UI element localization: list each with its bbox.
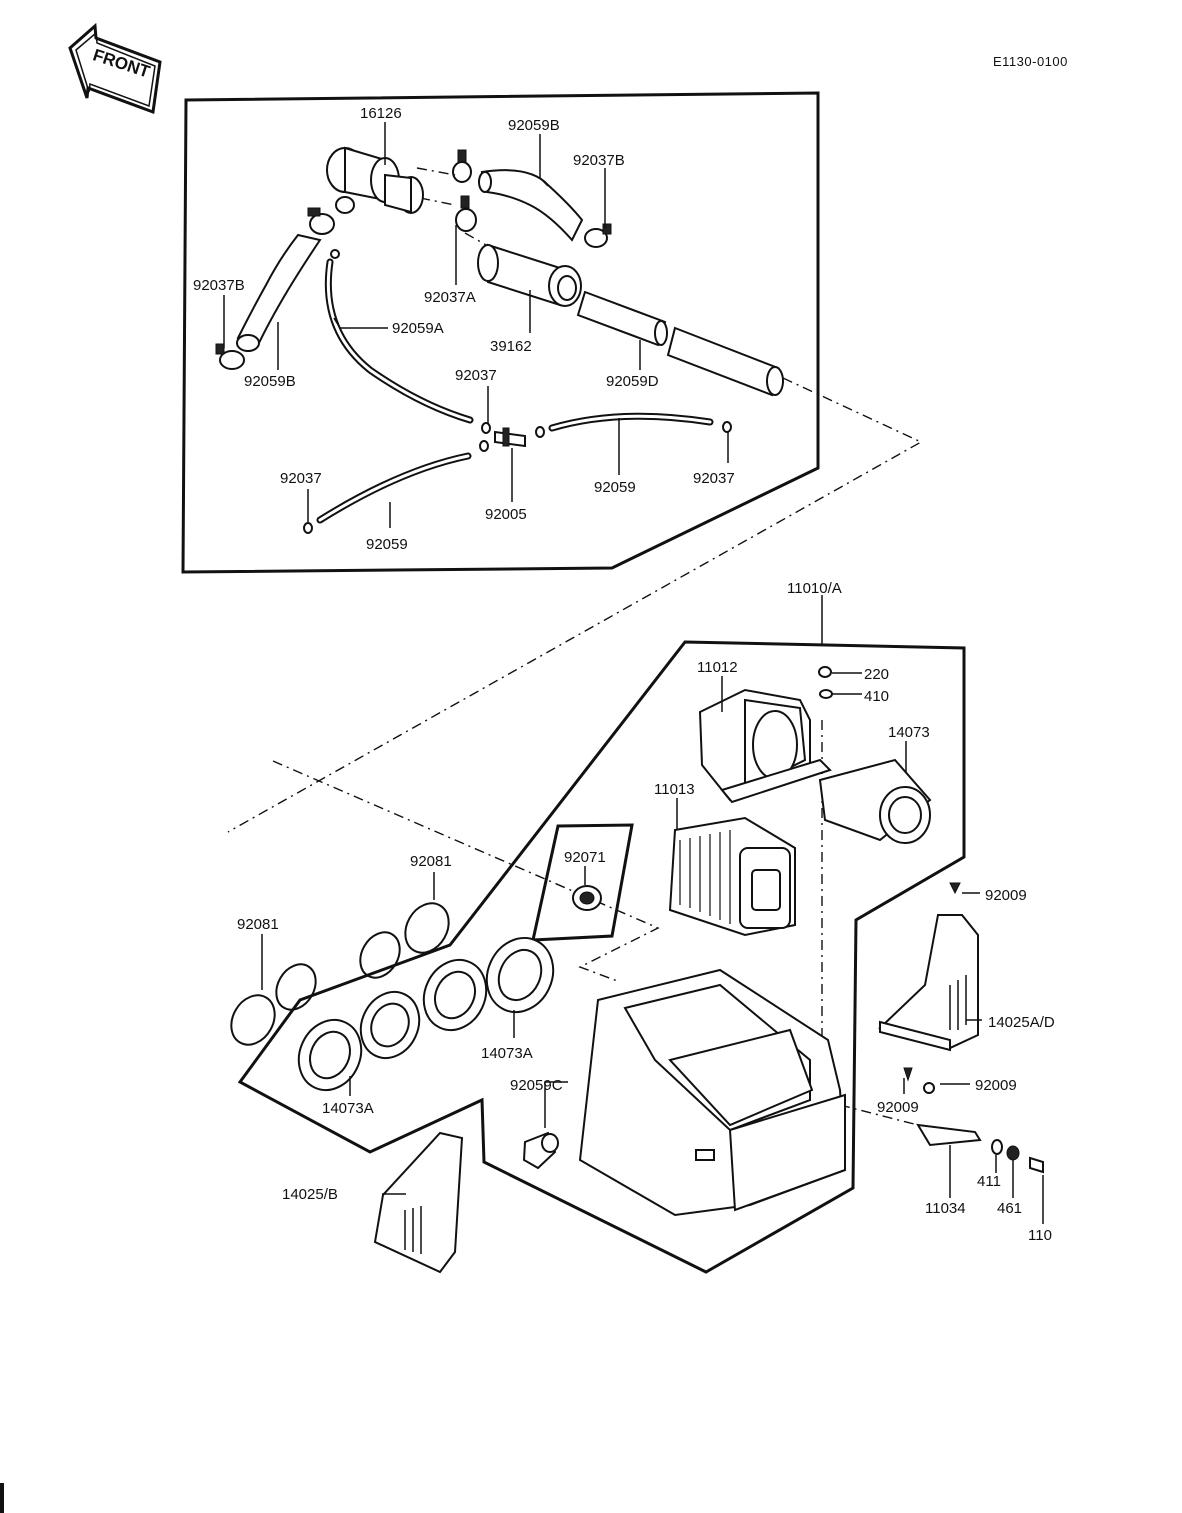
label-92059-right: 92059 — [594, 479, 636, 496]
hose-92059B-top — [480, 169, 584, 242]
label-92037-right: 92037 — [693, 470, 735, 487]
label-14073A-right: 14073A — [481, 1045, 533, 1062]
hose-92059B-left — [236, 233, 322, 347]
lower-group-frame — [237, 640, 966, 1274]
tube-92059A — [324, 258, 474, 424]
scan-edge-mark — [0, 1483, 4, 1513]
label-92037B-top: 92037B — [573, 152, 625, 169]
label-110: 110 — [1028, 1227, 1052, 1244]
label-14025B: 14025/B — [282, 1186, 338, 1203]
leader-lines — [223, 122, 1044, 1224]
valve-body-16126 — [326, 146, 424, 214]
filter-element-11013 — [668, 816, 796, 937]
grommet-92071 — [572, 885, 602, 911]
label-92037-left: 92037 — [280, 470, 322, 487]
label-92037B-left: 92037B — [193, 277, 245, 294]
label-11013: 11013 — [654, 781, 695, 798]
label-92081-top: 92081 — [410, 853, 452, 870]
cover-11012 — [698, 688, 832, 804]
label-11034: 11034 — [925, 1200, 966, 1217]
upper-group-frame — [181, 91, 820, 574]
label-14073: 14073 — [888, 724, 930, 741]
fitting-92005 — [303, 249, 732, 534]
label-92005: 92005 — [485, 506, 527, 523]
o-rings-92081 — [230, 902, 450, 1046]
air-box-housing — [578, 968, 847, 1217]
label-92009-top: 92009 — [985, 887, 1027, 904]
label-11012: 11012 — [697, 659, 738, 676]
label-16126: 16126 — [360, 105, 402, 122]
duct-14073 — [818, 758, 932, 844]
label-92059B-top: 92059B — [508, 117, 560, 134]
label-92059C: 92059C — [510, 1077, 563, 1094]
label-220: 220 — [864, 666, 889, 683]
label-11010A: 11010/A — [787, 580, 842, 597]
bracket-14025AD — [878, 914, 979, 1052]
label-92059B-left: 92059B — [244, 373, 296, 390]
bracket-14025B — [373, 1131, 464, 1274]
filter-39162 — [477, 243, 582, 307]
label-92059D: 92059D — [606, 373, 659, 390]
hose-92059D — [576, 290, 784, 397]
fastener-icons — [818, 666, 1044, 1174]
label-14073A-left: 14073A — [322, 1100, 374, 1117]
front-arrow-icon: FRONT — [68, 22, 162, 115]
dash-connectors — [227, 167, 923, 1126]
label-92037-mid: 92037 — [455, 367, 497, 384]
label-39162: 39162 — [490, 338, 532, 355]
label-92009-bottom-left: 92009 — [877, 1099, 919, 1116]
label-92037A: 92037A — [424, 289, 476, 306]
elbow-92059C — [522, 1131, 559, 1170]
label-92059A: 92059A — [392, 320, 444, 337]
label-92059-left: 92059 — [366, 536, 408, 553]
label-461: 461 — [997, 1200, 1022, 1217]
label-92081-left: 92081 — [237, 916, 279, 933]
part-labels: 16126 92059B 92037B 92037B 92037A 92059A… — [193, 105, 1055, 1244]
label-410: 410 — [864, 688, 889, 705]
grommet-frame — [531, 823, 634, 942]
label-14025AD: 14025A/D — [988, 1014, 1055, 1031]
label-92071: 92071 — [564, 849, 606, 866]
clamp-icons — [215, 149, 612, 370]
carb-holders-14073A — [297, 937, 555, 1092]
bracket-11034 — [916, 1123, 982, 1147]
label-411: 411 — [977, 1173, 1001, 1190]
label-92009-bottom-right: 92009 — [975, 1077, 1017, 1094]
drawing-code: E1130-0100 — [993, 54, 1068, 69]
tube-92059-left — [316, 452, 472, 524]
